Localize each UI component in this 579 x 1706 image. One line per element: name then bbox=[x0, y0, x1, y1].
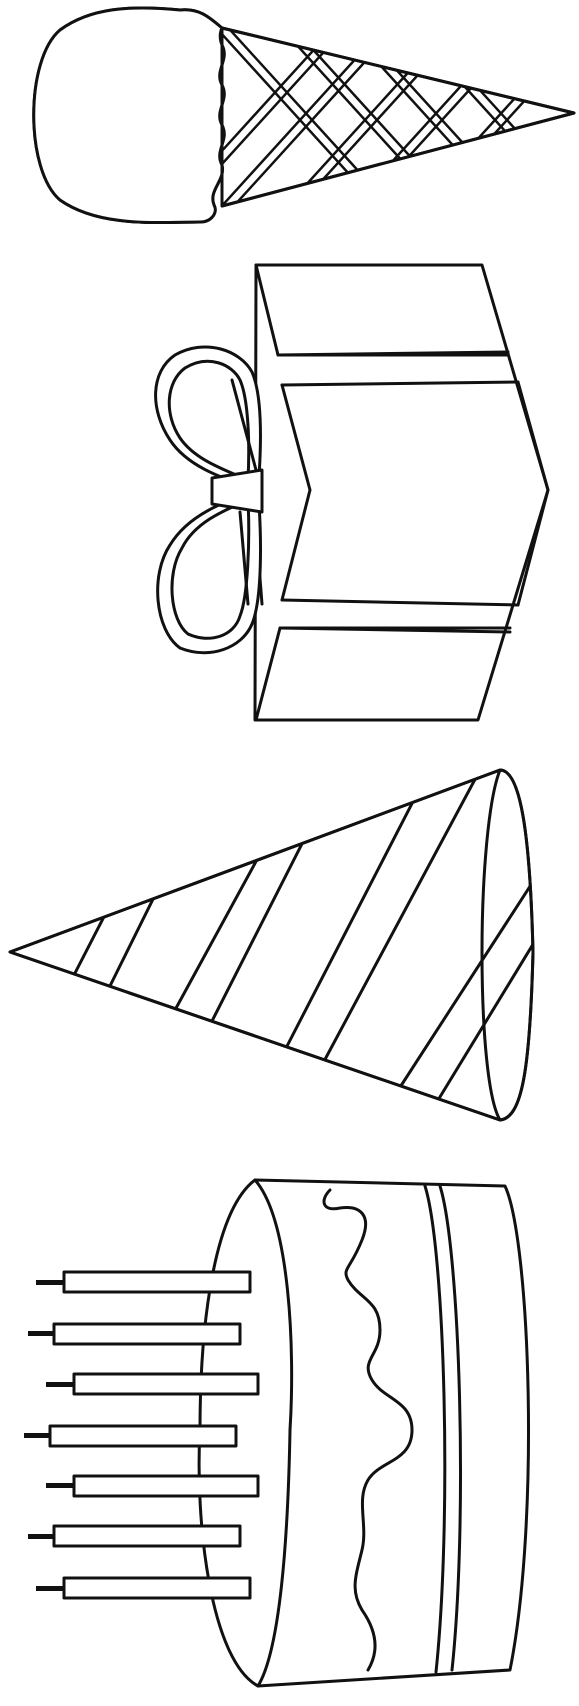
party-hat-icon bbox=[8, 768, 535, 1122]
candle bbox=[36, 1576, 252, 1600]
candle bbox=[28, 1322, 242, 1346]
candle bbox=[28, 1524, 242, 1548]
ice-cream-cone-icon bbox=[32, 6, 576, 225]
candle bbox=[46, 1372, 260, 1396]
party-hat-stripes bbox=[72, 770, 533, 1112]
candle bbox=[24, 1424, 238, 1448]
gift-box-body bbox=[253, 263, 550, 722]
gift-box-icon bbox=[154, 263, 550, 722]
candle bbox=[36, 1270, 252, 1294]
cake-candles bbox=[24, 1270, 260, 1600]
birthday-cake-icon bbox=[24, 1178, 531, 1688]
cake-body bbox=[197, 1178, 531, 1688]
ice-cream-cone bbox=[220, 26, 576, 208]
candle bbox=[46, 1474, 260, 1498]
cake-frosting-drip bbox=[322, 1188, 414, 1672]
